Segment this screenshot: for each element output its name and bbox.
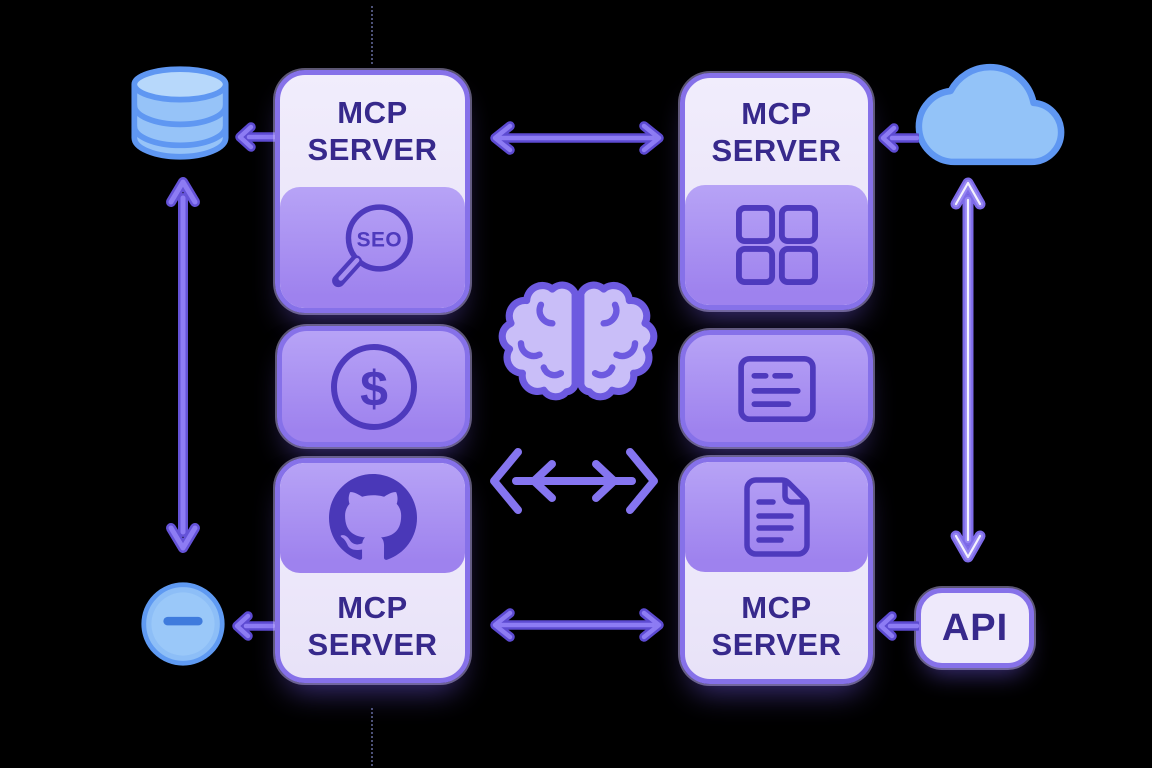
- seo-text: SEO: [356, 228, 401, 251]
- server-title-line2: SERVER: [711, 626, 842, 662]
- note-card-icon: [737, 355, 816, 422]
- server-title: MCP SERVER: [280, 75, 465, 187]
- minus-circle-icon: [141, 582, 225, 666]
- mid-connector-arrow: [490, 448, 658, 514]
- database-icon: [131, 66, 229, 160]
- server-box-bottom-right: MCP SERVER: [680, 457, 873, 684]
- server-title-line1: MCP: [337, 95, 408, 130]
- server-title-line2: SERVER: [307, 626, 438, 662]
- dollar-symbol: $: [360, 361, 388, 417]
- server-title: MCP SERVER: [280, 573, 465, 678]
- file-document-icon: [743, 477, 810, 557]
- brain-icon: [498, 272, 658, 406]
- db-arrow: [235, 122, 276, 152]
- bottom-connector-arrow: [490, 608, 664, 642]
- server-title: MCP SERVER: [685, 572, 868, 679]
- server-title-line1: MCP: [741, 589, 812, 625]
- dotted-guide-top: [371, 6, 373, 64]
- server-title: MCP SERVER: [685, 78, 868, 185]
- server-box-bottom-left: MCP SERVER: [275, 458, 470, 683]
- server-title-line1: MCP: [741, 95, 812, 131]
- dotted-guide-bottom: [371, 708, 373, 766]
- left-sync-arrow: [166, 177, 200, 553]
- tool-section: [685, 185, 868, 305]
- seo-magnifier-icon: SEO: [331, 203, 413, 287]
- server-title-line2: SERVER: [711, 132, 842, 168]
- tool-section: [280, 463, 465, 573]
- top-connector-arrow: [490, 121, 664, 155]
- server-title-line1: MCP: [337, 589, 408, 625]
- server-title-line2: SERVER: [307, 132, 438, 167]
- api-label: API: [941, 606, 1009, 649]
- api-arrow: [876, 611, 919, 641]
- server-box-top-left: MCP SERVER SEO: [275, 70, 470, 313]
- api-box: API: [916, 588, 1034, 668]
- notes-tool-box: [680, 330, 873, 447]
- dollar-tool-box: $: [277, 326, 470, 447]
- server-box-top-right: MCP SERVER: [680, 73, 873, 310]
- dollar-circle-icon: $: [330, 343, 417, 430]
- tool-section: [685, 462, 868, 572]
- github-icon: [328, 474, 417, 560]
- cloud-icon: [915, 63, 1065, 166]
- tool-section: SEO: [280, 187, 465, 308]
- apps-grid-icon: [735, 204, 818, 286]
- cloud-arrow: [878, 123, 919, 153]
- right-sync-arrow: [950, 177, 986, 563]
- circle-arrow: [232, 611, 275, 641]
